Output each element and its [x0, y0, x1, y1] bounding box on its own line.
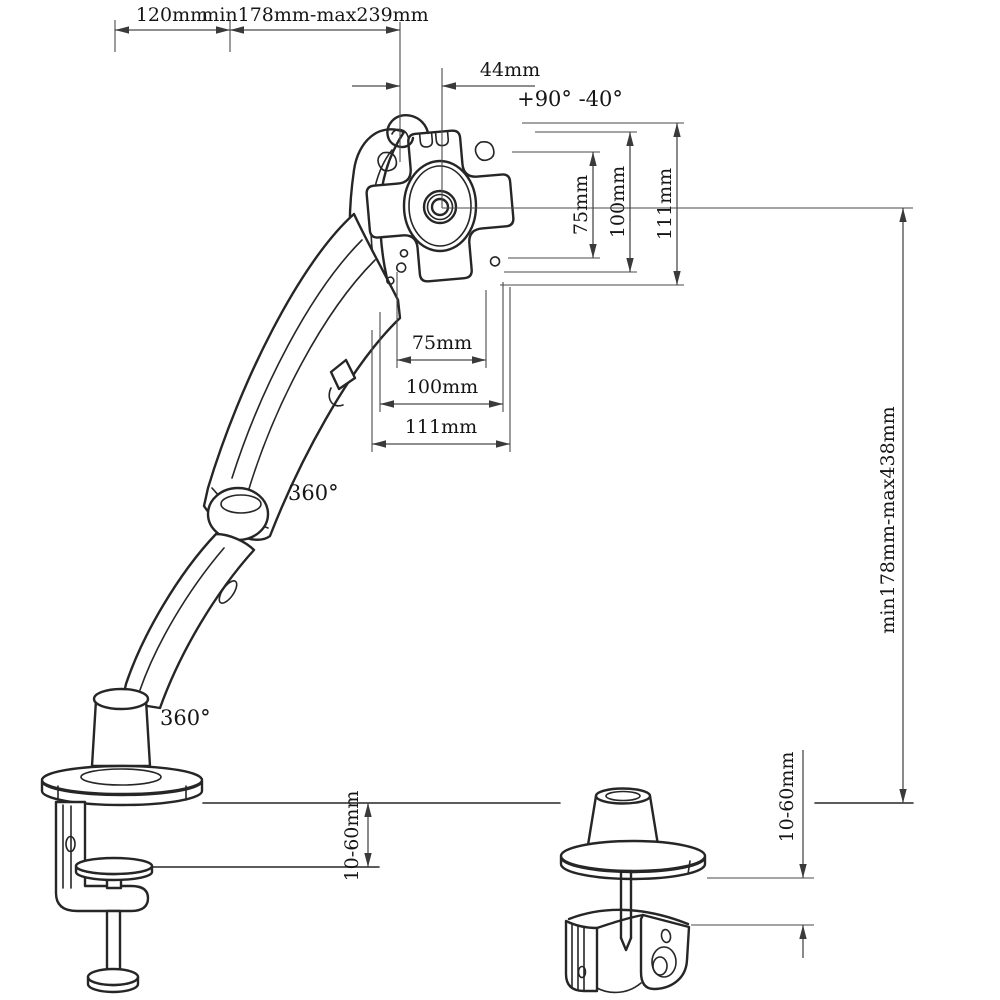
screw-hole-bl: [395, 262, 407, 273]
lower-arm: [120, 532, 256, 710]
base-column: [90, 687, 152, 768]
clamp-hole: [65, 835, 76, 853]
keyhole-left: [377, 151, 398, 172]
desk-clamp: [54, 800, 154, 994]
dim-label-desk-right: 10-60mm: [776, 752, 798, 843]
grommet-disc: [559, 839, 707, 873]
bracket-large-hole: [651, 946, 677, 978]
arm-slot: [218, 580, 238, 604]
vesa-plate: [365, 129, 515, 285]
dimension-labels: 120mm min178mm-max239mm 44mm +90° -40° 7…: [136, 4, 899, 881]
dim-label-44mm: 44mm: [480, 59, 540, 81]
elbow-joint: [206, 486, 270, 542]
boss-ring: [422, 189, 458, 225]
base-disc: [40, 764, 204, 807]
upper-arm: [202, 212, 402, 541]
bracket-front-top-edge: [595, 913, 645, 930]
boss-center: [430, 197, 450, 217]
dim-label-h75: 75mm: [412, 332, 472, 354]
top-notch-left: [418, 131, 434, 148]
dim-label-v75: 75mm: [570, 175, 592, 235]
dim-label-height-range: min178mm-max438mm: [877, 406, 899, 633]
top-notch-right: [434, 130, 450, 147]
dim-label-120mm: 120mm: [136, 4, 208, 26]
label-tilt-range: +90° -40°: [517, 87, 623, 111]
bracket-small-hole: [660, 928, 672, 944]
bracket-left-wall: [564, 919, 599, 993]
dimension-lines: [115, 26, 907, 958]
dim-label-v100: 100mm: [607, 166, 629, 238]
clamp-pad: [74, 856, 154, 876]
dim-label-horizontal-range: min178mm-max239mm: [201, 4, 428, 26]
bracket-channel-floor: [596, 982, 642, 994]
dimension-extension-lines: [114, 20, 814, 926]
label-base-rotation: 360°: [160, 706, 211, 730]
dim-label-v111: 111mm: [654, 168, 676, 240]
dim-label-h111: 111mm: [405, 416, 477, 438]
boss-outer: [402, 159, 478, 253]
dim-label-desk-left: 10-60mm: [341, 791, 363, 882]
grommet-mount: [559, 787, 707, 994]
clamp-screw-knob: [86, 967, 140, 987]
dim-label-h100: 100mm: [406, 376, 478, 398]
keyhole-right: [474, 141, 495, 162]
bracket-front-face: [639, 913, 691, 991]
screw-hole-br: [489, 256, 501, 267]
label-elbow-rotation: 360°: [288, 481, 339, 505]
cable-clip: [329, 358, 357, 391]
clamp-screw-shaft: [105, 909, 122, 972]
bracket-small-hole-left: [577, 965, 587, 979]
